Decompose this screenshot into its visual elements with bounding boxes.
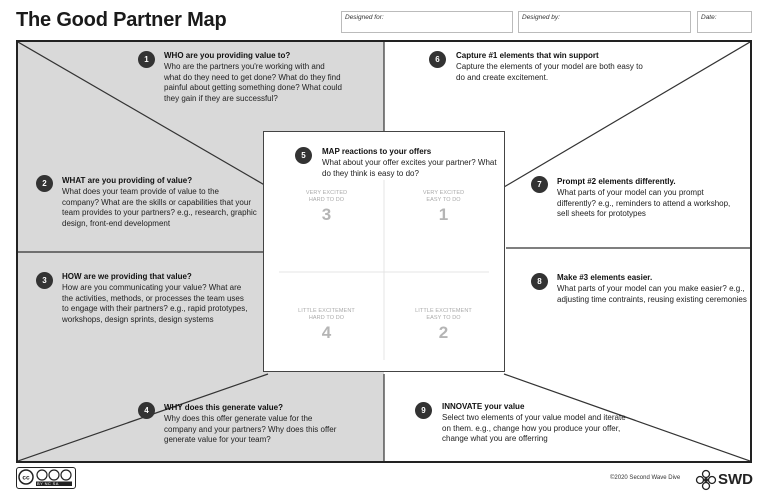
section-easier-heading: Make #3 elements easier. bbox=[557, 273, 653, 282]
section-what-body: What does your team provide of value to … bbox=[62, 186, 257, 229]
section-why[interactable]: WHY does this generate value? Why does t… bbox=[164, 403, 344, 446]
section-prompt-body: What parts of your model can you prompt … bbox=[557, 187, 731, 219]
quadrant-2[interactable]: LITTLE EXCITEMENT EASY TO DO 2 bbox=[396, 308, 491, 344]
quadrant-1-number: 1 bbox=[438, 205, 449, 224]
section-what[interactable]: WHAT are you providing of value? What do… bbox=[62, 176, 257, 230]
quadrant-3[interactable]: VERY EXCITED HARD TO DO 3 bbox=[279, 190, 374, 226]
step-3-badge: 3 bbox=[36, 272, 53, 289]
quadrant-4[interactable]: LITTLE EXCITEMENT HARD TO DO 4 bbox=[279, 308, 374, 344]
section-prompt-heading: Prompt #2 elements differently. bbox=[557, 177, 676, 186]
quadrant-2-line2: EASY TO DO bbox=[426, 315, 461, 321]
cc-license-badge[interactable]: cc BY NC SA bbox=[16, 467, 76, 489]
diag-top-left bbox=[18, 42, 269, 188]
quadrant-1-line1: VERY EXCITED bbox=[422, 190, 465, 196]
section-how-heading: HOW are we providing that value? bbox=[62, 272, 192, 281]
quadrant-1[interactable]: VERY EXCITED EASY TO DO 1 bbox=[396, 190, 491, 226]
section-who[interactable]: WHO are you providing value to? Who are … bbox=[164, 51, 342, 105]
quadrant-3-number: 3 bbox=[321, 205, 332, 224]
step-5-badge: 5 bbox=[295, 147, 312, 164]
date-field[interactable]: Date: bbox=[697, 11, 752, 33]
quadrant-4-line1: LITTLE EXCITEMENT bbox=[298, 308, 355, 314]
date-label: Date: bbox=[701, 14, 717, 21]
copyright-text: ©2020 Second Wave Dive bbox=[610, 475, 681, 481]
page-title: The Good Partner Map bbox=[16, 9, 227, 31]
section-map-heading: MAP reactions to your offers bbox=[322, 147, 432, 156]
section-innovate-body: Select two elements of your value model … bbox=[442, 412, 626, 444]
quadrant-1-line2: EASY TO DO bbox=[426, 197, 461, 203]
diag-bottom-right bbox=[503, 373, 750, 461]
designed-by-label: Designed by: bbox=[522, 14, 560, 21]
matrix-grid bbox=[279, 180, 489, 360]
section-why-body: Why does this offer generate value for t… bbox=[164, 413, 337, 445]
section-who-body: Who are the partners you're working with… bbox=[164, 61, 342, 104]
section-capture-heading: Capture #1 elements that win support bbox=[456, 51, 599, 60]
quadrant-2-line1: LITTLE EXCITEMENT bbox=[415, 308, 472, 314]
step-7-badge: 7 bbox=[531, 176, 548, 193]
step-9-badge: 9 bbox=[415, 402, 432, 419]
quadrant-2-number: 2 bbox=[438, 323, 449, 342]
swd-logo-icon bbox=[695, 469, 717, 491]
section-who-heading: WHO are you providing value to? bbox=[164, 51, 291, 60]
reaction-matrix[interactable]: 5 MAP reactions to your offers What abou… bbox=[263, 131, 505, 372]
quadrant-4-line2: HARD TO DO bbox=[308, 315, 345, 321]
section-how-body: How are you communicating your value? Wh… bbox=[62, 282, 248, 325]
section-what-heading: WHAT are you providing of value? bbox=[62, 176, 193, 185]
cc-license-icon: cc bbox=[18, 469, 72, 486]
quadrant-4-number: 4 bbox=[321, 323, 332, 342]
quadrant-3-line2: HARD TO DO bbox=[308, 197, 345, 203]
section-why-heading: WHY does this generate value? bbox=[164, 403, 283, 412]
diag-top-right bbox=[503, 42, 750, 188]
section-innovate[interactable]: INNOVATE your value Select two elements … bbox=[442, 402, 632, 445]
step-1-badge: 1 bbox=[138, 51, 155, 68]
designed-for-field[interactable]: Designed for: bbox=[341, 11, 513, 33]
section-map-body: What about your offer excites your partn… bbox=[322, 157, 497, 178]
section-how[interactable]: HOW are we providing that value? How are… bbox=[62, 272, 252, 326]
step-4-badge: 4 bbox=[138, 402, 155, 419]
section-capture[interactable]: Capture #1 elements that win support Cap… bbox=[456, 51, 646, 83]
step-2-badge: 2 bbox=[36, 175, 53, 192]
section-innovate-heading: INNOVATE your value bbox=[442, 402, 525, 411]
swd-logo-text: SWD bbox=[718, 471, 753, 488]
designed-for-label: Designed for: bbox=[345, 14, 384, 21]
step-6-badge: 6 bbox=[429, 51, 446, 68]
quadrant-3-line1: VERY EXCITED bbox=[305, 190, 348, 196]
section-easier-body: What parts of your model can you make ea… bbox=[557, 283, 747, 304]
section-capture-body: Capture the elements of your model are b… bbox=[456, 61, 643, 82]
step-8-badge: 8 bbox=[531, 273, 548, 290]
section-prompt[interactable]: Prompt #2 elements differently. What par… bbox=[557, 177, 737, 220]
section-easier[interactable]: Make #3 elements easier. What parts of y… bbox=[557, 273, 747, 305]
section-map: MAP reactions to your offers What about … bbox=[322, 147, 502, 179]
cc-license-text: BY NC SA bbox=[37, 480, 59, 486]
svg-text:cc: cc bbox=[22, 475, 30, 482]
designed-by-field[interactable]: Designed by: bbox=[518, 11, 691, 33]
